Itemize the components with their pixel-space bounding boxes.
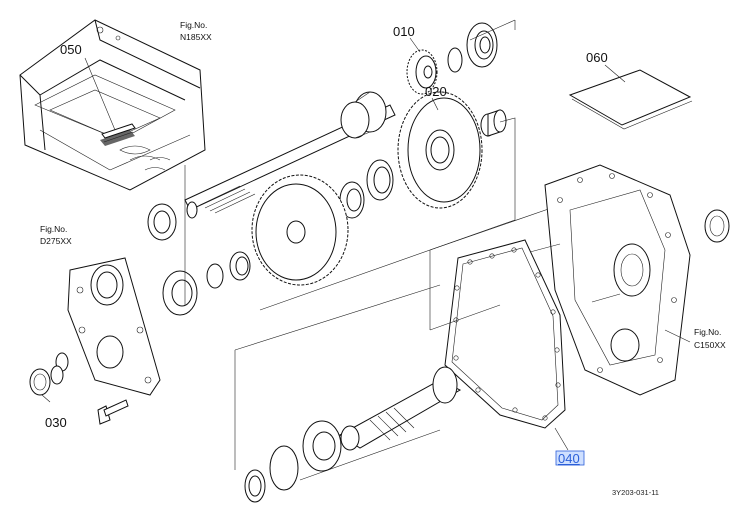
part-label-050[interactable]: 050 — [60, 42, 82, 57]
leader-010 — [409, 37, 421, 53]
right-housing-drawing — [529, 164, 730, 396]
part-label-040[interactable]: 040 — [558, 451, 580, 466]
lower-bearings-drawing — [244, 420, 342, 503]
middle-sleeves-drawing — [339, 159, 394, 219]
fig-prefix: Fig.No. — [40, 224, 67, 234]
part-label-060[interactable]: 060 — [586, 50, 608, 65]
part-020-gear-drawing — [397, 91, 483, 209]
shaft-bearing-left-drawing — [147, 201, 198, 241]
leader-030 — [41, 394, 51, 403]
leader-060 — [604, 64, 626, 83]
bushing-drawing — [480, 109, 507, 137]
part-label-030[interactable]: 030 — [45, 415, 67, 430]
part-060-sheet-drawing — [568, 69, 693, 130]
fig-ref-c150[interactable]: Fig.No. C150XX — [694, 327, 726, 350]
part-label-020[interactable]: 020 — [425, 84, 447, 99]
fig-id[interactable]: C150XX — [694, 340, 726, 350]
fig-ref-d275[interactable]: Fig.No. D275XX — [40, 224, 72, 246]
part-010-gear-drawing — [406, 49, 438, 95]
leader-040 — [554, 427, 569, 451]
part-050-shim-drawing — [100, 123, 136, 146]
leader-050 — [84, 57, 116, 131]
leader-c150 — [664, 329, 691, 343]
upper-shaft-drawing — [184, 91, 396, 214]
lower-output-shaft-drawing — [339, 366, 462, 451]
large-helical-gear-drawing — [251, 174, 349, 286]
leader-020 — [431, 97, 439, 111]
part-040-gasket-drawing — [444, 239, 566, 429]
part-label-010[interactable]: 010 — [393, 24, 415, 39]
left-bracket-drawing — [55, 257, 161, 396]
part-030-seal-drawing — [29, 365, 64, 396]
fig-prefix: Fig.No. — [694, 327, 721, 337]
part-label-040-selected[interactable]: 040 — [555, 450, 585, 466]
fig-id[interactable]: D275XX — [40, 236, 72, 246]
fig-id[interactable]: N185XX — [180, 32, 212, 42]
fig-ref-n185[interactable]: Fig.No. N185XX — [180, 20, 212, 42]
bolt-drawing — [97, 399, 129, 425]
top-bearing-drawing — [447, 22, 498, 73]
transmission-case-drawing — [19, 19, 206, 191]
mid-bearings-drawing — [162, 251, 251, 316]
diagram-code: 3Y203-031-11 — [612, 488, 659, 497]
selection-highlight — [555, 450, 585, 466]
fig-prefix: Fig.No. — [180, 20, 207, 30]
